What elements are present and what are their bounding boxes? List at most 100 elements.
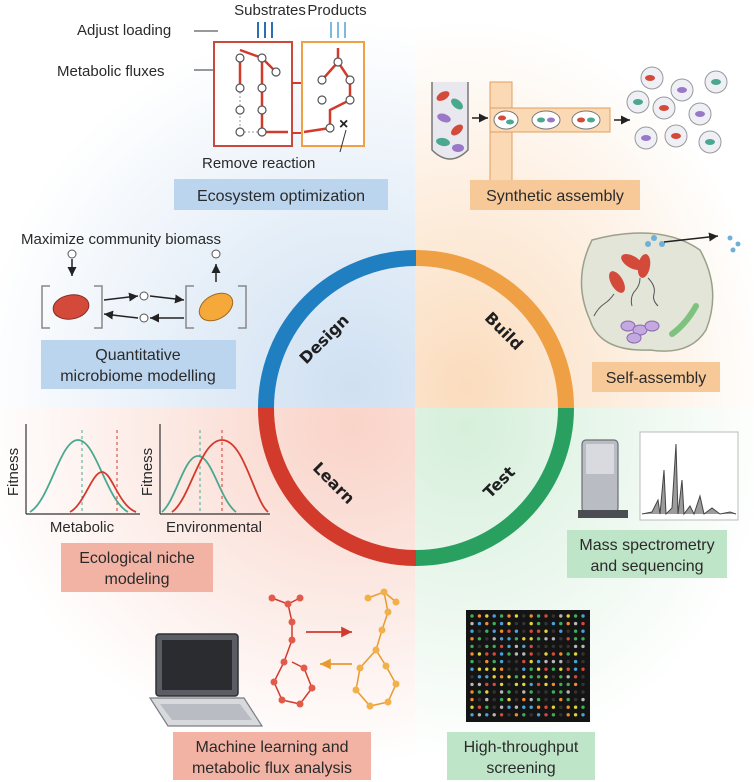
microarray-well [566,637,570,641]
motile-cell-3 [637,254,651,278]
microarray-well [566,621,570,626]
microarray-well [470,637,474,641]
microarray-well [559,713,563,717]
microarray-well [522,697,526,702]
motile-cell-2 [609,271,625,293]
microarray-well [529,637,533,641]
microarray-well [514,682,519,687]
microarray-well [485,705,489,709]
microarray-well [470,629,474,633]
remove-reaction-label: Remove reaction [202,155,315,172]
ml-label-line1: Machine learning and [196,739,349,756]
microarray-well [485,667,489,671]
niche-label-line1: Ecological niche [79,550,195,567]
microarray-well [544,621,548,626]
microarray-well [522,682,526,687]
microarray-well [566,614,570,618]
ml-label-line2: metabolic flux analysis [192,760,352,777]
microarray-well [485,675,489,679]
product-arrows [330,22,346,38]
microarray-well [477,644,482,649]
microarray-well [551,629,556,633]
microarray-well [566,667,570,671]
microarray-well [551,697,556,702]
microarray-well [551,667,556,671]
microarray-well [559,682,563,687]
niche-label-line2: modeling [105,571,170,588]
microarray-wells [470,614,585,717]
microarray-well [507,697,511,702]
ecosystem-network-panel: Substrates Products Adjust loading Metab… [57,2,388,210]
microarray-well [536,652,541,656]
microarray-well [522,614,526,618]
microarray-well [507,713,511,717]
microarray-well [566,659,570,664]
microarray-well [566,675,570,679]
microarray-well [573,705,578,709]
microarray-well [559,690,563,694]
microarray-well [559,667,563,671]
microarray-well [499,644,504,649]
microarray-well [566,652,570,656]
metabolic-fluxes-label: Metabolic fluxes [57,63,165,80]
quantitative-modelling-box [41,340,236,389]
microarray-well [499,705,504,709]
products-label: Products [307,2,366,19]
microarray-well [470,705,474,709]
microarray-well [573,621,578,626]
microarray-well [573,675,578,679]
microarray-well [514,675,519,679]
microarray-well [529,614,533,618]
microarray-well [499,659,504,664]
environmental-axis-label: Environmental [166,519,262,536]
dbtl-ring: Design Build Test Learn [258,250,574,566]
microarray-well [477,621,482,626]
microarray-well [492,629,496,633]
microarray-well [522,621,526,626]
microarray-well [536,644,541,649]
microarray-well [514,621,519,626]
microarray-well [581,621,585,626]
microarray-well [522,644,526,649]
microarray-well [514,659,519,664]
microarray-well [522,652,526,656]
microarray-well [573,614,578,618]
microarray-well [536,675,541,679]
microarray-well [551,682,556,687]
microarray-well [573,690,578,694]
microarray-well [492,697,496,702]
microarray-well [559,675,563,679]
microarray-well [492,637,496,641]
qmm-label-line1: Quantitative [95,347,180,364]
microarray-well [551,705,556,709]
metabolic-curve-b [69,471,137,513]
microarray-well [566,682,570,687]
microarray-well [551,621,556,626]
microarray-well [581,690,585,694]
hts-panel: High-throughput screening [447,610,595,780]
microarray-well [573,667,578,671]
organism-b-nodes [317,57,355,133]
mass-spec-box [567,530,727,578]
microarray-well [499,614,504,618]
microarray-well [536,697,541,702]
motile-cell-1 [621,254,643,270]
microarray-well [485,697,489,702]
microarray-well [507,682,511,687]
mass-spec-label-line2: and sequencing [591,558,704,575]
microarray-well [492,644,496,649]
microarray-well [499,629,504,633]
microarray-well [566,644,570,649]
microarray-well [529,629,533,633]
ml-flux-box [173,732,371,780]
microarray-well [514,652,519,656]
microarray-well [485,659,489,664]
microarray-well [522,667,526,671]
microarray-well [551,644,556,649]
microarray-well [522,659,526,664]
niche-modeling-panel: Fitness Metabolic Fitness Environmental … [5,424,270,592]
ecosystem-optimization-box [174,179,388,210]
microarray-well [492,659,496,664]
microarray-well [551,659,556,664]
microarray-well [544,675,548,679]
